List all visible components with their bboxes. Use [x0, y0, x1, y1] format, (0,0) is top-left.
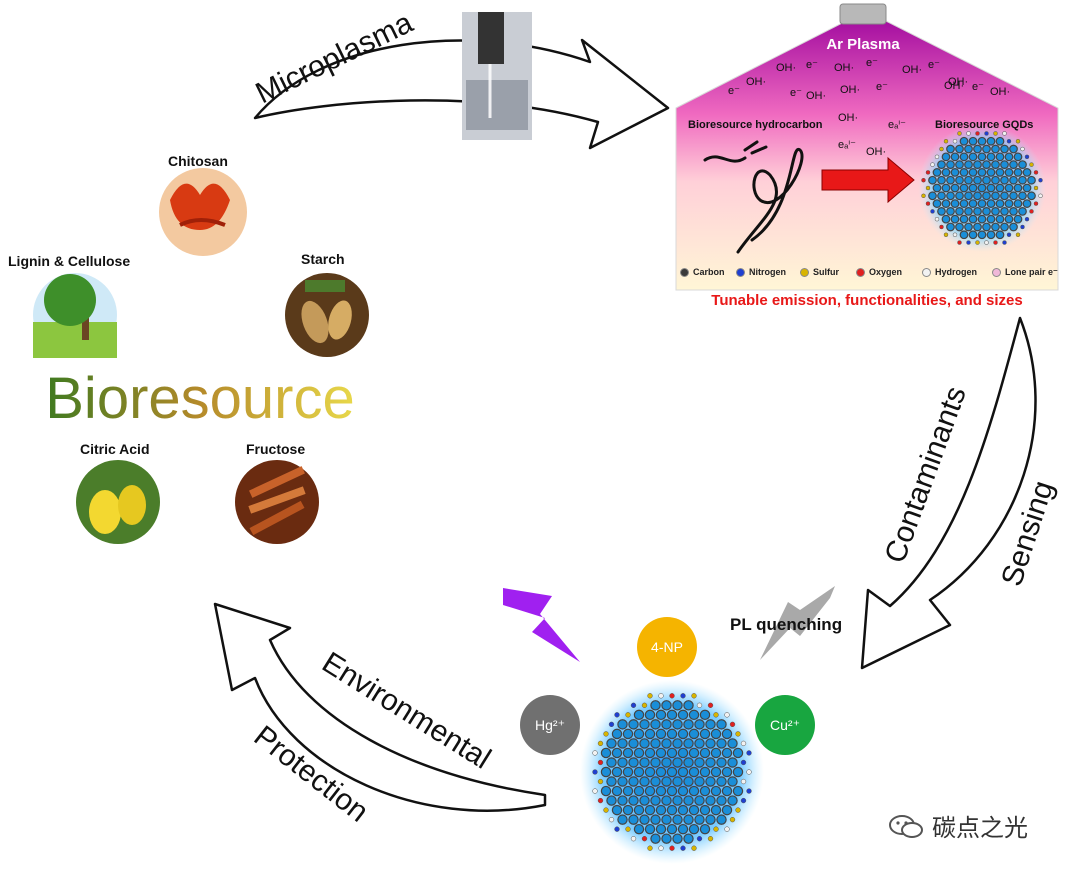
- plasma-species-item: e⁻: [728, 85, 740, 97]
- legend-dot: [992, 268, 1001, 277]
- starch-photo: [285, 273, 369, 357]
- citric-label: Citric Acid: [80, 441, 150, 457]
- legend-label: Nitrogen: [749, 267, 786, 277]
- starch-label: Starch: [301, 251, 345, 267]
- bioresource-title: Bioresource: [45, 366, 354, 431]
- lignin-label: Lignin & Cellulose: [8, 253, 131, 269]
- legend-item: Carbon: [680, 267, 725, 277]
- legend-label: Lone pair e⁻: [1005, 267, 1058, 277]
- hydrocarbon-label: Bioresource hydrocarbon: [688, 119, 823, 131]
- hydrocarbon-squiggle: [703, 140, 804, 254]
- mid-species-1: OH·: [838, 112, 859, 124]
- legend-item: Lone pair e⁻: [992, 267, 1058, 278]
- plasma-species-item: e⁻: [972, 81, 984, 93]
- legend-dot: [922, 267, 931, 277]
- gqd-label: Bioresource GQDs: [935, 119, 1034, 131]
- plasma-species-item: OH·: [948, 76, 969, 88]
- legend-dot: [680, 267, 689, 277]
- lightning-grey: [760, 586, 835, 660]
- tagline: Tunable emission, functionalities, and s…: [711, 292, 1023, 309]
- plasma-species-item: e⁻: [928, 59, 940, 71]
- ion-hg: Hg²⁺: [520, 695, 580, 755]
- mid-species-2: eₐⁱ⁻: [888, 119, 906, 131]
- plasma-species-item: e⁻: [806, 59, 818, 71]
- microplasma-arrow: [253, 38, 670, 150]
- plasma-species-item: OH·: [902, 64, 923, 76]
- chitosan-photo: [159, 168, 247, 256]
- lignin-photo: [33, 273, 117, 358]
- ion-cu: Cu²⁺: [755, 695, 815, 755]
- plasma-species-item: OH·: [806, 90, 827, 102]
- lightning-purple: [503, 588, 580, 662]
- legend-label: Hydrogen: [935, 267, 978, 277]
- legend-label: Carbon: [693, 267, 725, 277]
- legend-item: Nitrogen: [736, 267, 786, 277]
- plasma-title: Ar Plasma: [826, 36, 900, 53]
- conversion-arrow: [821, 156, 915, 204]
- plasma-species-item: OH·: [776, 62, 797, 74]
- plasma-electrode: [478, 12, 504, 64]
- plasma-species-item: OH·: [840, 84, 861, 96]
- legend-item: Oxygen: [856, 267, 902, 277]
- plasma-species-item: OH·: [834, 62, 855, 74]
- plasma-nozzle: [839, 3, 887, 25]
- legend-item: Hydrogen: [922, 267, 977, 277]
- plasma-species-item: e⁻: [790, 87, 802, 99]
- legend-dot: [800, 267, 809, 277]
- watermark: 碳点之光: [888, 808, 1028, 843]
- chitosan-label: Chitosan: [168, 153, 228, 169]
- sensing-arrow: [860, 316, 1037, 670]
- plasma-species-item: OH·: [990, 86, 1011, 98]
- citric-photo: [76, 460, 160, 544]
- pl-quenching-label: PL quenching: [730, 615, 843, 634]
- gqd-structure-panel: [921, 131, 1043, 245]
- ion-4np: 4-NP: [637, 617, 697, 677]
- gqd-structure-center: [592, 693, 752, 851]
- watermark-text: 碳点之光: [932, 814, 1028, 842]
- wechat-icon: [889, 814, 923, 838]
- plasma-species-item: OH·: [944, 80, 965, 92]
- legend-item: Sulfur: [800, 267, 839, 277]
- plasma-species-item: OH·: [746, 76, 767, 88]
- legend-dot: [736, 267, 745, 277]
- protection-arrow: [213, 602, 547, 812]
- mid-species-3: eₐⁱ⁻: [838, 139, 856, 151]
- plasma-species-item: e⁻: [866, 57, 878, 69]
- legend-label: Sulfur: [813, 267, 839, 277]
- fructose-photo: [235, 460, 319, 544]
- plasma-species-item: e⁻: [876, 81, 888, 93]
- fructose-label: Fructose: [246, 441, 306, 457]
- mid-species-4: OH·: [866, 146, 887, 158]
- legend-label: Oxygen: [869, 267, 903, 277]
- legend-dot: [856, 267, 865, 277]
